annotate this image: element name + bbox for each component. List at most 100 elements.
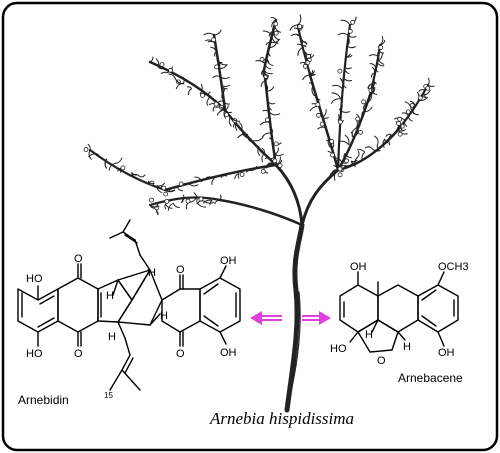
plant-leaf <box>164 189 173 193</box>
plant-leaf <box>290 33 301 37</box>
plant-leaf <box>375 67 379 73</box>
plant-flower <box>355 116 361 122</box>
plant-flower <box>405 109 411 115</box>
plant-leaf <box>340 140 350 146</box>
plant-leaf <box>348 35 357 38</box>
plant-leaf <box>330 98 341 104</box>
plant-leaf <box>338 109 350 113</box>
plant-leaf <box>149 56 154 63</box>
arnebidin-h1: H <box>106 290 114 302</box>
plant-leaf <box>357 150 360 157</box>
plant-leaf <box>155 58 160 68</box>
plant-leaf <box>377 50 380 59</box>
plant-flower <box>273 21 279 27</box>
plant-leaf <box>376 143 380 151</box>
plant-leaf <box>364 146 372 149</box>
plant-leaf <box>186 86 193 90</box>
plant-flower <box>214 64 220 70</box>
plant-leaf <box>167 202 174 211</box>
plant-leaf <box>238 121 243 129</box>
plant-leaf <box>275 156 281 166</box>
right-arrow <box>302 311 331 325</box>
plant-leaf <box>297 14 302 26</box>
plant-leaf <box>274 153 284 157</box>
plant-leaf <box>265 41 271 46</box>
plant-flower <box>358 129 363 135</box>
plant-leaf <box>267 101 272 111</box>
plant-leaf <box>241 128 248 139</box>
plant-flower <box>149 197 154 203</box>
plant-leaf <box>407 114 413 122</box>
plant-leaf <box>370 89 378 96</box>
plant-leaf <box>260 80 266 87</box>
plant-leaf <box>253 136 264 142</box>
plant-flower <box>337 68 343 74</box>
plant-leaf <box>274 25 282 33</box>
plant-leaf <box>266 53 270 64</box>
plant-leaf <box>274 147 279 155</box>
plant-leaf <box>347 45 357 49</box>
plant-flower <box>397 131 403 137</box>
arnebidin-h3: H <box>160 310 168 322</box>
plant-leaf <box>164 203 167 210</box>
plant-leaf <box>139 174 146 178</box>
plant-leaf <box>114 157 123 164</box>
plant-leaf <box>196 201 207 208</box>
arnebidin-h4: H <box>108 331 116 343</box>
plant-leaf <box>366 93 373 104</box>
plant-leaf <box>182 76 185 84</box>
plant-leaf <box>264 157 271 160</box>
plant-flower <box>259 56 265 62</box>
plant-leaf <box>379 39 386 46</box>
plant-leaf <box>403 119 408 128</box>
plant-leaf <box>302 74 311 81</box>
plant-leaf <box>259 121 271 126</box>
plant-leaf <box>157 66 165 70</box>
plant-leaf <box>374 135 379 144</box>
left-arrow <box>250 311 282 325</box>
plant-leaf <box>372 78 377 85</box>
arnebacene-och3: OCH3 <box>438 261 469 273</box>
plant-leaf <box>305 54 315 59</box>
plant-leaf <box>344 67 350 75</box>
plant-leaf <box>396 124 402 132</box>
plant-leaf <box>160 71 167 75</box>
plant-leaf <box>189 183 199 187</box>
arnebidin-oh-top-right: OH <box>220 255 237 267</box>
plant-leaf <box>263 69 273 75</box>
plant-leaf <box>156 182 166 187</box>
plant-leaf <box>193 192 198 202</box>
plant-leaf <box>187 88 192 96</box>
plant-leaf <box>401 112 409 116</box>
plant-leaf <box>260 69 265 75</box>
plant-flower <box>200 93 205 98</box>
plant-leaf <box>337 32 350 37</box>
plant-leaf <box>217 59 223 64</box>
plant-leaf <box>370 72 375 78</box>
plant-leaf <box>205 176 215 180</box>
plant-leaf <box>234 172 240 180</box>
plant-flower <box>120 165 126 171</box>
plant-flower <box>185 198 191 204</box>
plant-flower <box>239 172 245 177</box>
plant-leaf <box>322 108 327 118</box>
plant-flower <box>397 116 403 122</box>
plant-leaf <box>385 133 392 137</box>
plant-leaf <box>220 84 228 90</box>
plant-leaf <box>219 194 222 201</box>
plant-flower <box>178 181 184 187</box>
plant-leaf <box>88 149 92 160</box>
plant-flower <box>213 101 219 107</box>
plant-flower <box>350 19 356 25</box>
plant-leaf <box>176 186 184 192</box>
plant-leaf <box>270 127 273 134</box>
plant-leaf <box>311 85 315 97</box>
plant-leaf <box>351 127 357 136</box>
plant-leaf <box>368 54 379 57</box>
plant-leaf <box>224 109 233 114</box>
plant-flower <box>161 185 167 191</box>
plant-leaf <box>317 126 326 130</box>
plant-leaf <box>168 73 176 79</box>
plant-flower <box>273 141 279 147</box>
